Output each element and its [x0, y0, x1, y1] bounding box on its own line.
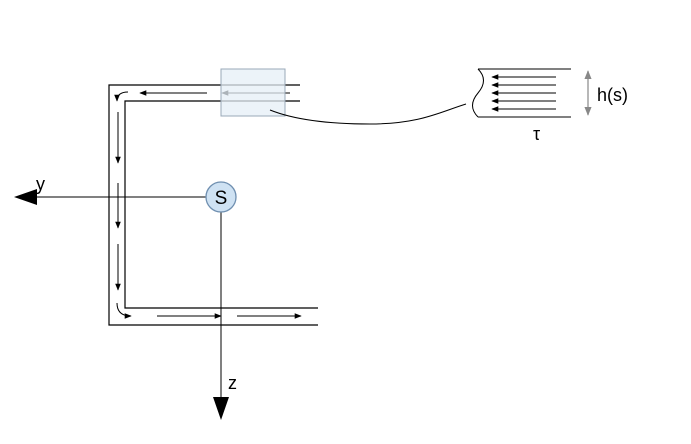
thickness-label: h(s)	[597, 85, 628, 105]
shear-center-label: S	[215, 188, 228, 209]
zoom-connector-line	[269, 103, 467, 125]
y-axis-label: y	[36, 174, 45, 194]
y-axis-arrowhead	[14, 189, 37, 205]
detail-break-line	[472, 68, 484, 118]
coordinate-axes: y z	[14, 174, 237, 420]
detail-element	[472, 68, 571, 118]
flow-arrow-corner-top	[114, 91, 129, 102]
shear-stress-label: τ	[533, 124, 540, 144]
flow-arrow-corner-bottom	[116, 302, 132, 319]
channel-outer-wall	[108, 84, 318, 326]
zoom-box	[220, 68, 286, 117]
shear-center: S	[205, 181, 237, 213]
z-axis-arrowhead	[213, 397, 229, 420]
z-axis-label: z	[228, 373, 237, 393]
shear-center-circle	[205, 181, 237, 213]
